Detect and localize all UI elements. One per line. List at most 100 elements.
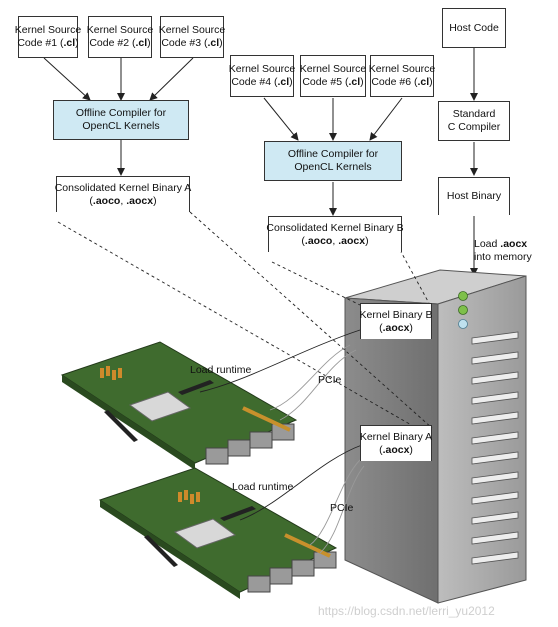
board2-edge: [100, 500, 240, 599]
kernel-source-5-close: ): [360, 76, 364, 88]
kernel-source-3-close: ): [219, 37, 223, 49]
kernel-source-1-line1: Kernel Source: [14, 24, 82, 36]
offline-compiler-b: Offline Compiler for OpenCL Kernels: [264, 141, 402, 181]
fpga-board-2: [98, 467, 338, 599]
standard-c-compiler-box: Standard C Compiler: [438, 101, 510, 141]
board1-chip: [128, 391, 192, 422]
into-memory-label: into memory: [474, 251, 532, 263]
offline-compiler-b-line1: Offline Compiler for: [287, 148, 379, 160]
kernel-source-3-ext: .cl: [207, 37, 220, 49]
kernel-source-5: Kernel Source Code #5 (.cl): [300, 55, 366, 97]
server-drive-bay: [471, 431, 519, 445]
server-binary-b-paren-open: (: [379, 321, 383, 334]
board2-slot2: [144, 535, 178, 567]
server-drive-bay: [471, 511, 519, 525]
binary-b-sep: ,: [332, 234, 339, 247]
pcie-label-1: PCIe: [318, 374, 342, 386]
board2-chip: [173, 518, 237, 549]
board1-pcie-edge: [242, 406, 291, 432]
server-binary-b-ext: (.aocx): [379, 322, 413, 335]
kernel-source-4: Kernel Source Code #4 (.cl): [228, 55, 296, 97]
server-drive-bay: [471, 391, 519, 405]
server-drive-bay: [471, 371, 519, 385]
server-drive-bay: [471, 351, 519, 365]
server-binary-a-title: Kernel Binary A: [359, 430, 433, 443]
consolidated-binary-a: Consolidated Kernel Binary A (.aoco, .ao…: [54, 176, 192, 212]
board1-caps: [100, 366, 122, 380]
binary-b-aocx: .aocx: [338, 234, 366, 247]
arrow-source4-to-compiler-b: [263, 97, 299, 141]
kernel-source-3: Kernel Source Code #3 (.cl): [158, 16, 226, 58]
offline-compiler-a: Offline Compiler for OpenCL Kernels: [53, 100, 189, 140]
kernel-source-5-label: Code #5 (: [302, 76, 349, 88]
server-kernel-binary-a: Kernel Binary A (.aocx): [360, 425, 432, 461]
board2-caps: [178, 490, 200, 504]
kernel-source-4-close: ): [289, 76, 293, 88]
kernel-source-6-ext: .cl: [417, 76, 430, 88]
curve-pcie-2b: [319, 465, 365, 554]
load-aocx-ext: .aocx: [500, 238, 528, 250]
server-binary-a-paren-close: ): [409, 443, 413, 456]
kernel-source-6: Kernel Source Code #6 (.cl): [368, 55, 436, 97]
host-code-box: Host Code: [442, 8, 506, 48]
server-led-3: [458, 319, 468, 329]
kernel-source-6-label: Code #6 (: [371, 76, 418, 88]
board2-pcie-edge: [284, 533, 331, 558]
server-kernel-binary-b: Kernel Binary B (.aocx): [360, 303, 432, 339]
server-drive-bay: [471, 491, 519, 505]
standard-c-compiler-line1: Standard: [452, 108, 496, 120]
board1-ports: [205, 423, 295, 465]
dashed-b-left: [271, 261, 361, 306]
dashed-connectors: [57, 211, 433, 431]
kernel-source-4-ext: .cl: [277, 76, 290, 88]
curve-load-runtime-1: [199, 329, 361, 393]
kernel-source-6-line2: Code #6 (.cl): [371, 76, 432, 89]
binary-a-paren-close: ): [153, 194, 157, 207]
kernel-source-4-label: Code #4 (: [231, 76, 278, 88]
binary-a-paren-open: (: [89, 194, 93, 207]
kernel-source-5-ext: .cl: [348, 76, 361, 88]
server-drive-bay: [471, 451, 519, 465]
board1-edge: [62, 375, 195, 470]
kernel-source-6-line1: Kernel Source: [368, 63, 436, 75]
watermark-url: https://blog.csdn.net/lerri_yu2012: [318, 604, 495, 618]
curve-pcie-1b: [279, 349, 357, 421]
kernel-source-3-label: Code #3 (: [161, 37, 208, 49]
board1-slot2: [104, 410, 138, 442]
kernel-source-1-label: Code #1 (: [17, 37, 64, 49]
server-led-2: [458, 305, 468, 315]
arrows-group-b: [263, 97, 403, 216]
kernel-source-1: Kernel Source Code #1 (.cl): [15, 16, 81, 58]
server-binary-a-paren-open: (: [379, 443, 383, 456]
kernel-source-1-ext: .cl: [63, 37, 76, 49]
binary-a-sep: ,: [120, 194, 127, 207]
server-led-1: [458, 291, 468, 301]
arrows-group-a: [43, 57, 194, 176]
fpga-board-1: [60, 341, 298, 470]
binary-b-paren-close: ): [365, 234, 369, 247]
kernel-source-5-line1: Kernel Source: [299, 63, 367, 75]
board2-slot: [220, 506, 256, 521]
curve-load-runtime-2: [239, 444, 363, 521]
consolidated-binary-a-title: Consolidated Kernel Binary A: [54, 181, 192, 194]
consolidated-binary-a-ext: (.aoco, .aocx): [89, 195, 156, 208]
kernel-source-3-line1: Kernel Source: [158, 24, 226, 36]
server-drive-bay: [471, 471, 519, 485]
kernel-source-2: Kernel Source Code #2 (.cl): [87, 16, 153, 58]
server-binary-a-ext: (.aocx): [379, 444, 413, 457]
arrow-source3-to-compiler-a: [149, 57, 194, 101]
board2-ports: [247, 551, 337, 593]
load-runtime-label-1: Load runtime: [190, 364, 252, 376]
kernel-source-4-line1: Kernel Source: [228, 63, 296, 75]
curve-pcie-2a: [309, 459, 361, 546]
kernel-source-2-label: Code #2 (: [89, 37, 136, 49]
kernel-source-1-close: ): [75, 37, 79, 49]
server-binary-b-title: Kernel Binary B: [359, 308, 433, 321]
server-binary-a-aocx: .aocx: [382, 443, 410, 456]
server-drive-bay: [471, 531, 519, 545]
consolidated-binary-b-title: Consolidated Kernel Binary B: [266, 221, 404, 234]
curve-pcie-1a: [269, 344, 351, 411]
board1-slot: [178, 380, 214, 395]
dashed-a-right: [189, 211, 433, 429]
